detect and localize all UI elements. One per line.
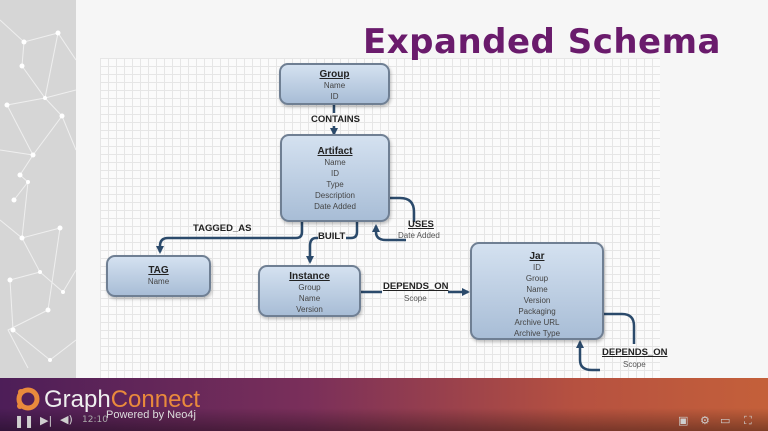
edge-property-scope: Scope [404,294,427,303]
node-field: Group [525,274,549,283]
graphconnect-logo-icon [16,387,40,411]
slide-title: Expanded Schema [363,22,721,62]
node-group[interactable]: Group Name ID [279,63,390,105]
node-field: Packaging [518,307,556,316]
logo-connect-text: Connect [110,386,201,413]
node-jar[interactable]: Jar ID Group Name Version Packaging Arch… [470,242,604,340]
node-field: Description [314,191,355,200]
node-tag[interactable]: TAG Name [106,255,211,297]
node-artifact[interactable]: Artifact Name ID Type Description Date A… [280,134,390,222]
node-artifact-title: Artifact [317,146,353,157]
settings-icon[interactable]: ⚙ [700,414,710,427]
node-instance[interactable]: Instance Group Name Version [258,265,361,317]
node-field: Name [298,294,321,303]
theater-icon[interactable]: ▭ [720,414,731,427]
node-field: Version [296,305,323,314]
node-field: Name [147,277,170,286]
video-player-bar [0,378,768,431]
node-tag-title: TAG [148,265,169,276]
fullscreen-icon[interactable]: ⛶ [744,414,752,427]
captions-icon[interactable]: ▣ [678,414,689,427]
node-field: ID [331,169,339,178]
logo-graph-text: Graph [44,386,111,413]
time-display: 12:10 [82,415,108,425]
node-field: Archive URL [514,318,560,327]
edge-property-scope-self: Scope [623,360,646,369]
next-icon[interactable]: ▶| [40,414,53,427]
node-field: Date Added [314,202,356,211]
node-field: Name [324,158,346,167]
powered-by-text: Powered by Neo4j [106,409,196,421]
node-field: Group [298,283,321,292]
edge-property-uses: Date Added [398,231,440,240]
network-pattern-icon [0,19,76,369]
decorative-network-panel [0,0,76,378]
node-field: Version [523,296,551,305]
node-instance-title: Instance [289,271,330,282]
edge-label-depends-on: DEPENDS_ON [383,281,449,292]
node-field: ID [330,92,339,101]
node-field: Type [326,180,344,189]
node-field: ID [533,263,541,272]
play-pause-icon[interactable]: ❚❚ [14,414,35,428]
graphconnect-logo: GraphConnect [44,386,200,414]
node-field: Archive Type [513,329,561,338]
edge-label-contains: CONTAINS [311,114,360,125]
node-jar-title: Jar [529,251,545,262]
node-field: Name [323,81,346,90]
edge-label-uses: USES [408,219,434,230]
node-field: Name [526,285,548,294]
edge-label-tagged-as: TAGGED_AS [193,223,252,234]
player-controls-shade [0,408,768,431]
edge-label-built: BUILT [318,231,346,242]
edge-label-depends-on-self: DEPENDS_ON [602,347,668,358]
volume-icon[interactable]: ◀) [60,413,73,426]
node-group-title: Group [319,69,350,80]
